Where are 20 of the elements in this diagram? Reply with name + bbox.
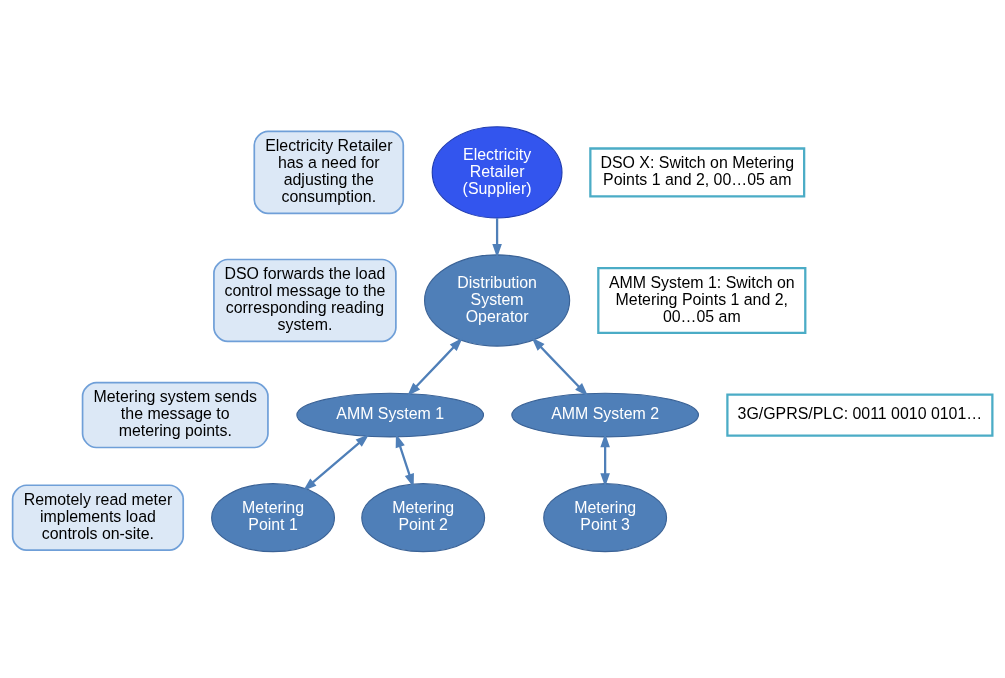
node-ellipse: AMM System 1	[296, 392, 485, 438]
node-box: Electricity Retailer has a need for adjusting the consumption.	[253, 130, 405, 215]
arrow	[492, 218, 502, 258]
node-box: DSO X: Switch on Metering Points 1 and 2, 00…05 am	[589, 147, 806, 198]
node-box: 3G/GPRS/PLC: 0011 0010 0101…	[726, 393, 994, 437]
arrow	[600, 433, 610, 487]
arrow	[303, 434, 370, 491]
node-box: AMM System 1: Switch on Metering Points 1 and 2, 00…05 am	[597, 266, 807, 334]
arrow	[531, 337, 589, 397]
node-ellipse: AMM System 2	[511, 392, 700, 438]
node-box: DSO forwards the load control message to the corresponding reading system.	[213, 258, 397, 343]
node-ellipse: Electricity Retailer (Supplier)	[431, 126, 563, 219]
node-ellipse: Metering Point 2	[361, 483, 486, 553]
node-ellipse: Distribution System Operator	[424, 254, 571, 347]
node-box: Metering system sends the message to metering points.	[81, 381, 269, 449]
node-box: Remotely read meter implements load controls on-site.	[11, 484, 185, 551]
node-ellipse: Metering Point 1	[211, 483, 335, 553]
node-ellipse: Metering Point 3	[543, 483, 668, 553]
arrow	[395, 433, 414, 488]
arrow	[407, 337, 463, 397]
